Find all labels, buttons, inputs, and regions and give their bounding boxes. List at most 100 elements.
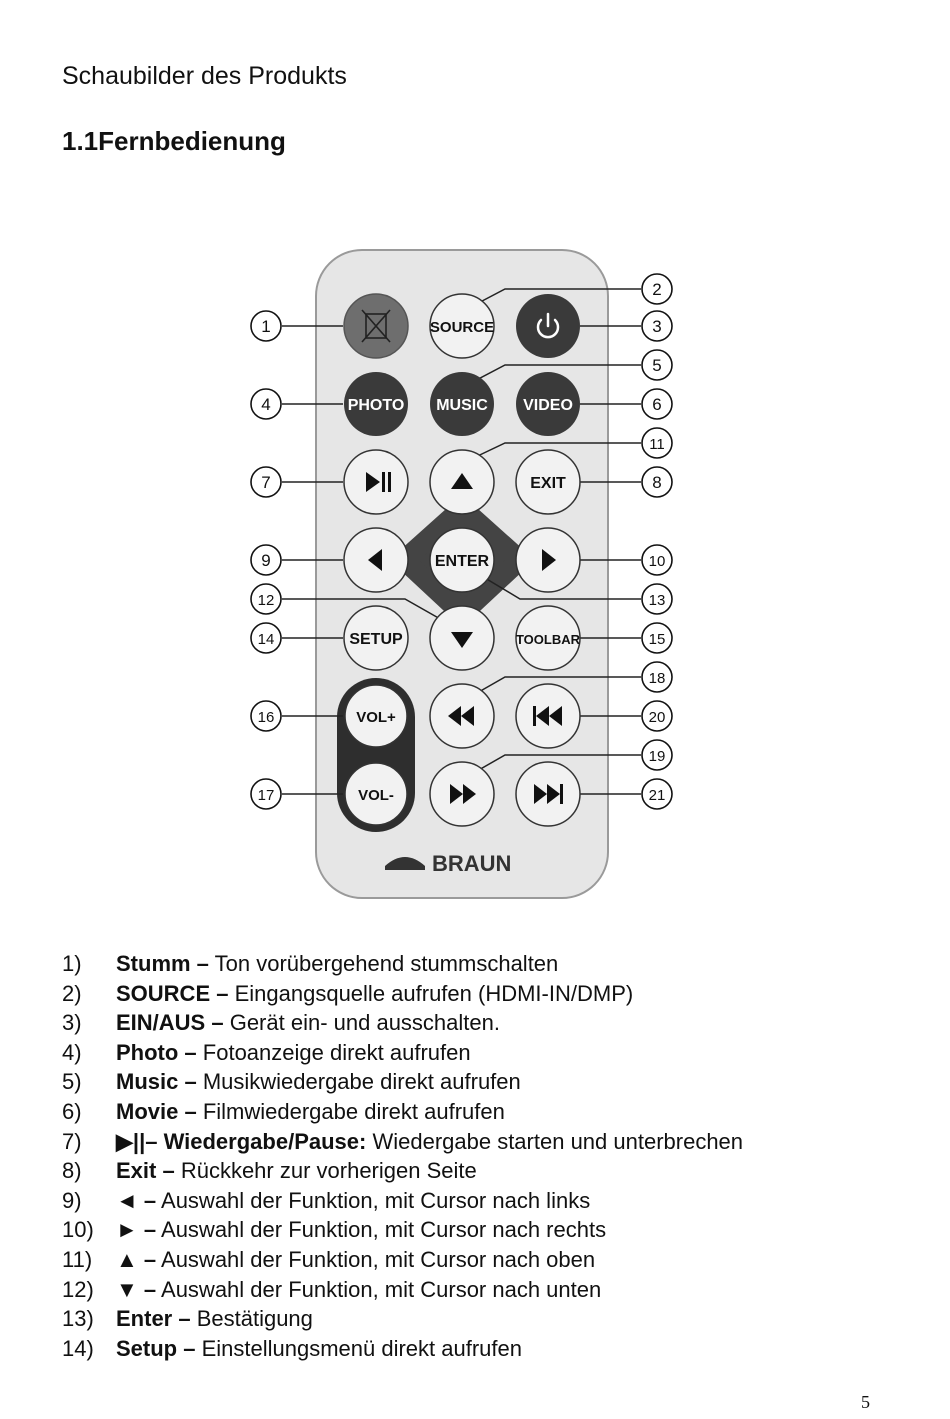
up-button[interactable] — [429, 449, 495, 515]
item-number: 2) — [62, 980, 82, 1006]
callout-circle — [641, 778, 673, 810]
callout-circle — [641, 427, 673, 459]
callout-20: 20 — [641, 700, 673, 732]
callout-number: 1 — [261, 317, 270, 336]
item-number: 3) — [62, 1010, 82, 1036]
rewind-button[interactable] — [429, 683, 495, 749]
setup-button[interactable]: SETUP — [343, 605, 409, 671]
callout-number: 10 — [649, 553, 666, 570]
right-arrow-icon — [542, 549, 556, 571]
callout-circle — [641, 388, 673, 420]
callout-circle — [641, 583, 673, 615]
photo-label: PHOTO — [348, 397, 405, 414]
callout-number: 12 — [258, 592, 275, 609]
callout-number: 20 — [649, 709, 666, 726]
callout-markers: 1 2 3 4 5 6 7 8 9 10 11 12 13 14 15 16 1… — [250, 273, 673, 810]
callout-circle — [250, 544, 282, 576]
item-key: Music – — [116, 1069, 197, 1095]
fast-forward-button[interactable] — [429, 761, 495, 827]
right-button[interactable] — [515, 527, 581, 593]
callout-number: 21 — [649, 787, 666, 804]
rewind-icon — [448, 706, 474, 726]
play-pause-icon — [366, 472, 391, 492]
vol-minus-button[interactable]: VOL- — [344, 762, 408, 826]
callout-circle — [641, 661, 673, 693]
callout-circle — [641, 310, 673, 342]
source-button[interactable]: SOURCE — [429, 293, 495, 359]
item-description: Auswahl der Funktion, mit Cursor nach re… — [156, 1217, 607, 1243]
callout-19: 19 — [641, 739, 673, 771]
callout-number: 5 — [652, 356, 661, 375]
item-number: 14) — [62, 1335, 94, 1361]
callout-circle — [641, 739, 673, 771]
item-key: ▶||– Wiedergabe/Pause: — [116, 1128, 367, 1154]
item-description: Wiedergabe starten und unterbrechen — [366, 1128, 744, 1154]
next-button[interactable] — [515, 761, 581, 827]
callout-circle — [641, 622, 673, 654]
up-arrow-icon — [451, 473, 473, 489]
setup-label: SETUP — [349, 631, 403, 648]
toolbar-button[interactable]: TOOLBAR — [515, 605, 581, 671]
power-button[interactable] — [516, 294, 580, 358]
item-key: Stumm – — [116, 951, 209, 976]
item-description: Gerät ein- und ausschalten. — [223, 1010, 500, 1036]
left-button[interactable] — [343, 527, 409, 593]
item-key: Photo – — [116, 1039, 197, 1065]
item-description: Filmwiedergabe direkt aufrufen — [196, 1098, 505, 1124]
callout-number: 7 — [261, 473, 270, 492]
callout-circle — [641, 349, 673, 381]
callout-circle — [250, 466, 282, 498]
callout-3: 3 — [641, 310, 673, 342]
item-key: SOURCE – — [116, 980, 229, 1006]
item-key: Enter – — [116, 1306, 191, 1332]
callout-number: 3 — [652, 317, 661, 336]
item-number: 7) — [62, 1128, 82, 1154]
item-description: Auswahl der Funktion, mit Cursor nach li… — [156, 1187, 591, 1213]
callout-number: 19 — [649, 748, 666, 765]
callout-18: 18 — [641, 661, 673, 693]
callout-5: 5 — [641, 349, 673, 381]
callout-9: 9 — [250, 544, 282, 576]
callout-number: 6 — [652, 395, 661, 414]
play-pause-button[interactable] — [343, 449, 409, 515]
callout-11: 11 — [641, 427, 673, 459]
mute-button[interactable] — [343, 293, 409, 359]
callout-4: 4 — [250, 388, 282, 420]
callout-17: 17 — [250, 778, 282, 810]
callout-10: 10 — [641, 544, 673, 576]
callout-15: 15 — [641, 622, 673, 654]
exit-button[interactable]: EXIT — [515, 449, 581, 515]
enter-label: ENTER — [435, 553, 490, 570]
enter-button[interactable]: ENTER — [429, 527, 495, 593]
page-number: 5 — [861, 1392, 870, 1412]
video-label: VIDEO — [523, 397, 573, 414]
down-button[interactable] — [429, 605, 495, 671]
vol-minus-label: VOL- — [358, 787, 394, 804]
vol-plus-button[interactable]: VOL+ — [344, 684, 408, 748]
callout-circle — [641, 273, 673, 305]
callout-14: 14 — [250, 622, 282, 654]
callout-circle — [250, 622, 282, 654]
item-key: ► – — [116, 1217, 157, 1243]
callout-number: 2 — [652, 280, 661, 299]
mute-icon — [361, 309, 391, 343]
callout-2: 2 — [641, 273, 673, 305]
music-button[interactable]: MUSIC — [430, 372, 494, 436]
callout-number: 18 — [649, 670, 666, 687]
item-key: Exit – — [116, 1158, 175, 1184]
callout-circle — [250, 388, 282, 420]
callout-7: 7 — [250, 466, 282, 498]
skip-forward-icon — [534, 784, 563, 804]
callout-circle — [641, 466, 673, 498]
item-number: 1) — [62, 951, 82, 976]
source-label: SOURCE — [430, 319, 494, 336]
photo-button[interactable]: PHOTO — [344, 372, 408, 436]
callout-13: 13 — [641, 583, 673, 615]
brand-name: BRAUN — [432, 851, 511, 876]
exit-label: EXIT — [530, 475, 566, 492]
previous-button[interactable] — [515, 683, 581, 749]
callout-21: 21 — [641, 778, 673, 810]
item-key: Movie – — [116, 1098, 197, 1124]
video-button[interactable]: VIDEO — [516, 372, 580, 436]
power-icon — [536, 312, 560, 339]
